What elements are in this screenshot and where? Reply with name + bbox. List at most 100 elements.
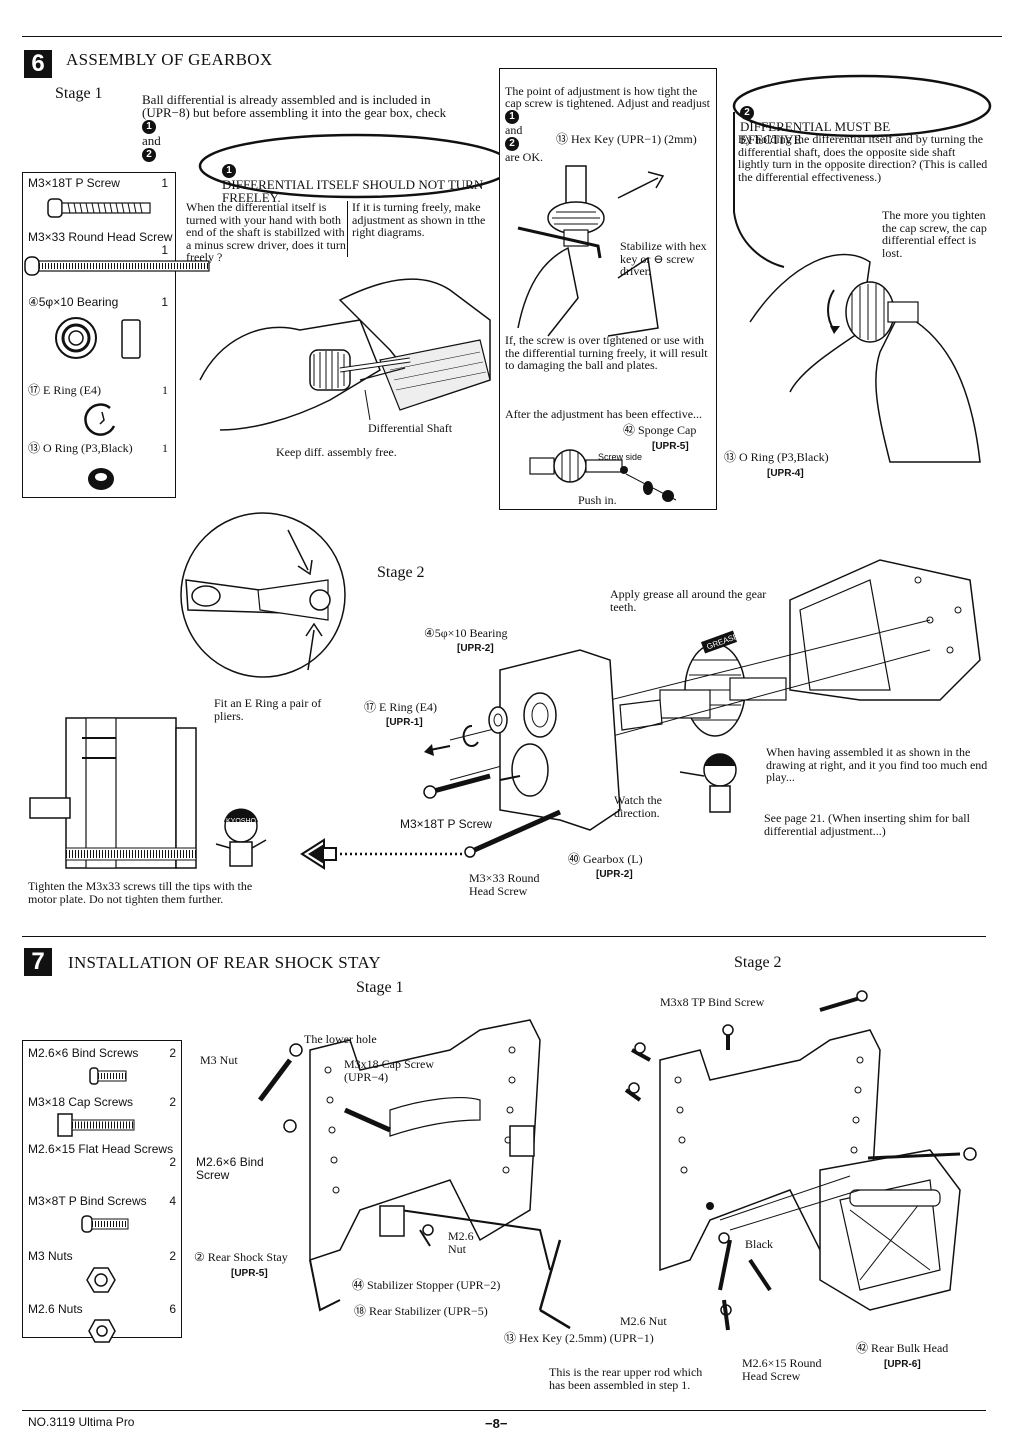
stabilize-text: Stabilize with hex key or ⊖ screw driver… — [620, 239, 707, 278]
part-m3nut-name: M3 Nuts — [28, 1249, 73, 1263]
adjust-text: The point of adjustment is how tight the… — [505, 72, 710, 163]
footer-model: NO.3119 Ultima Pro — [28, 1415, 135, 1429]
ering-stage2-code: [UPR-1] — [386, 717, 423, 728]
m26-nut-stage2-label: M2.6 Nut — [620, 1314, 667, 1328]
watch-direction-text: Watch the direction. — [614, 793, 663, 820]
part-m3x18cap-label: M3×18 Cap Screws 2 — [28, 1096, 180, 1109]
part-m3nut-qty: 2 — [169, 1249, 176, 1263]
gearbox-side-view — [29, 717, 267, 869]
section-7-stage-2: Stage 2 — [734, 954, 782, 971]
adjust-text-main: The point of adjustment is how tight the… — [505, 83, 710, 110]
callout-1: 1 DIFFERENTIAL ITSELF SHOULD NOT TURN FR… — [222, 150, 492, 204]
part-bearing-qty: 1 — [161, 295, 168, 309]
bearing-stage2-code: [UPR-2] — [457, 643, 494, 654]
section-7-title: INSTALLATION OF REAR SHOCK STAY — [68, 953, 381, 972]
mark-1-icon: 1 — [142, 120, 156, 135]
part-oring-label: ⑬ O Ring (P3,Black) 1 — [28, 442, 174, 455]
stage1-intro: Ball differential is already assembled a… — [142, 80, 472, 163]
stage1-intro-and: and — [142, 133, 161, 149]
adjust-mark-1-icon: 1 — [505, 109, 519, 124]
part-ering-label: ⑰ E Ring (E4) 1 — [28, 384, 174, 397]
callout-2-body: By holding the differential itself and b… — [738, 132, 988, 184]
adjust-mark-2-icon: 2 — [505, 136, 519, 151]
gearbox-label: ㊵ Gearbox (L) — [568, 852, 643, 866]
footer-page-number: −8− — [485, 1416, 508, 1431]
part-m3x33-qty: 1 — [161, 242, 168, 257]
differential-shaft-label: Differential Shaft — [368, 421, 453, 435]
section-6-parts-box — [22, 172, 176, 498]
part-m3nut-label: M3 Nuts 2 — [28, 1250, 180, 1263]
m3x33-screw-icon — [24, 256, 210, 276]
part-oring-qty: 1 — [162, 441, 168, 455]
holding-diff-hands — [749, 253, 981, 463]
rear-shock-stay-label: ② Rear Shock Stay — [194, 1250, 288, 1264]
o-ring-upr4-code: [UPR-4] — [767, 468, 804, 479]
gearbox-code: [UPR-2] — [596, 869, 633, 880]
rear-shock-stay-code: [UPR-5] — [231, 1268, 268, 1279]
section-6-badge: 6 — [24, 50, 52, 78]
part-m3x8-name: M3×8T P Bind Screws — [28, 1194, 147, 1208]
tighten-note: Tighten the M3x33 screws till the tips w… — [28, 879, 253, 906]
cap-screw-icon — [57, 1113, 135, 1137]
part-bearing-name: ④5φ×10 Bearing — [28, 295, 119, 309]
part-m3x8-label: M3×8T P Bind Screws 4 — [28, 1195, 180, 1208]
m26-nut-icon — [88, 1319, 116, 1343]
shock-stay-stage1-drawing — [258, 1019, 571, 1330]
sponge-cap-drawing — [529, 449, 677, 502]
section-6-title: ASSEMBLY OF GEARBOX — [66, 50, 273, 69]
footer-rule — [22, 1410, 986, 1411]
part-m26x15-label: M2.6×15 Flat Head Screws 2 — [28, 1143, 180, 1168]
rear-bulk-head-label: ㊷ Rear Bulk Head — [856, 1341, 949, 1355]
bind-screw-label: M2.6×6 Bind Screw — [196, 1155, 264, 1182]
grease-text: Apply grease all around the gear teeth. — [610, 587, 767, 614]
part-m3x18cap-name: M3×18 Cap Screws — [28, 1095, 134, 1109]
m26x6-screw-icon — [89, 1067, 127, 1085]
top-rule — [22, 36, 1002, 37]
part-m3x18cap-qty: 2 — [169, 1095, 176, 1109]
part-m3x18-qty: 1 — [161, 176, 168, 190]
section-7-stage-1: Stage 1 — [356, 979, 404, 996]
stage1-intro-text: Ball differential is already assembled a… — [142, 92, 447, 120]
hex-key-drawing — [517, 165, 665, 337]
part-m3x8-qty: 4 — [169, 1194, 176, 1208]
keep-free-label: Keep diff. assembly free. — [276, 445, 397, 459]
o-ring-upr4-label: ⑬ O Ring (P3,Black) — [724, 450, 829, 464]
rear-stabilizer-label: ⑱ Rear Stabilizer (UPR−5) — [354, 1304, 488, 1318]
screw-side-label: Screw side — [598, 452, 643, 462]
after-text: After the adjustment has been effective.… — [505, 407, 703, 421]
part-m26x15-qty: 2 — [169, 1154, 176, 1169]
bearing-stage2-label: ④5φ×10 Bearing — [424, 626, 508, 640]
rear-bulk-head-code: [UPR-6] — [884, 1359, 921, 1370]
lower-hole-label: The lower hole — [304, 1032, 377, 1046]
part-ering-qty: 1 — [162, 383, 168, 397]
warning-text: If, the screw is over tightened or use w… — [505, 333, 708, 372]
callout-1-mark-icon: 1 — [222, 164, 236, 179]
part-m26nut-name: M2.6 Nuts — [28, 1302, 83, 1316]
part-m26x6-name: M2.6×6 Bind Screws — [28, 1046, 139, 1060]
part-m3x18-name: M3×18T P Screw — [28, 176, 120, 190]
pliers-circle-inset — [180, 512, 346, 678]
ering-stage2-label: ⑰ E Ring (E4) — [364, 700, 437, 714]
bearing-icon — [55, 317, 141, 359]
part-m3x18-label: M3×18T P Screw 1 — [28, 177, 174, 190]
fit-ering-text: Fit an E Ring a pair of pliers. — [214, 696, 322, 723]
mark-2-icon: 2 — [142, 148, 156, 163]
callout-2-shape — [732, 74, 992, 268]
part-m26x6-label: M2.6×6 Bind Screws 2 — [28, 1047, 180, 1060]
m3x18-stage2-label: M3×18T P Screw — [400, 817, 492, 831]
e-ring-icon — [84, 403, 116, 436]
sponge-cap-label: ㊷ Sponge Cap — [623, 423, 697, 437]
upper-rod-note: This is the rear upper rod which has bee… — [549, 1365, 703, 1392]
m3x33-stage2-label: M3×33 Round Head Screw — [469, 871, 540, 898]
part-m3x33-name: M3×33 Round Head Screw — [28, 230, 173, 244]
part-m26x6-qty: 2 — [169, 1046, 176, 1060]
sponge-cap-code: [UPR-5] — [652, 441, 689, 452]
section-6-stage-1: Stage 1 — [55, 85, 103, 102]
callout-2-mark-icon: 2 — [740, 106, 754, 121]
stabilizer-stopper-label: ㊹ Stabilizer Stopper (UPR−2) — [352, 1278, 501, 1292]
part-m26nut-label: M2.6 Nuts 6 — [28, 1303, 180, 1316]
section-6-stage-2: Stage 2 — [377, 564, 425, 581]
hands-differential-drawing — [199, 278, 491, 431]
m3x18-screw-icon — [47, 198, 151, 218]
part-m26x15-name: M2.6×15 Flat Head Screws — [28, 1142, 174, 1156]
